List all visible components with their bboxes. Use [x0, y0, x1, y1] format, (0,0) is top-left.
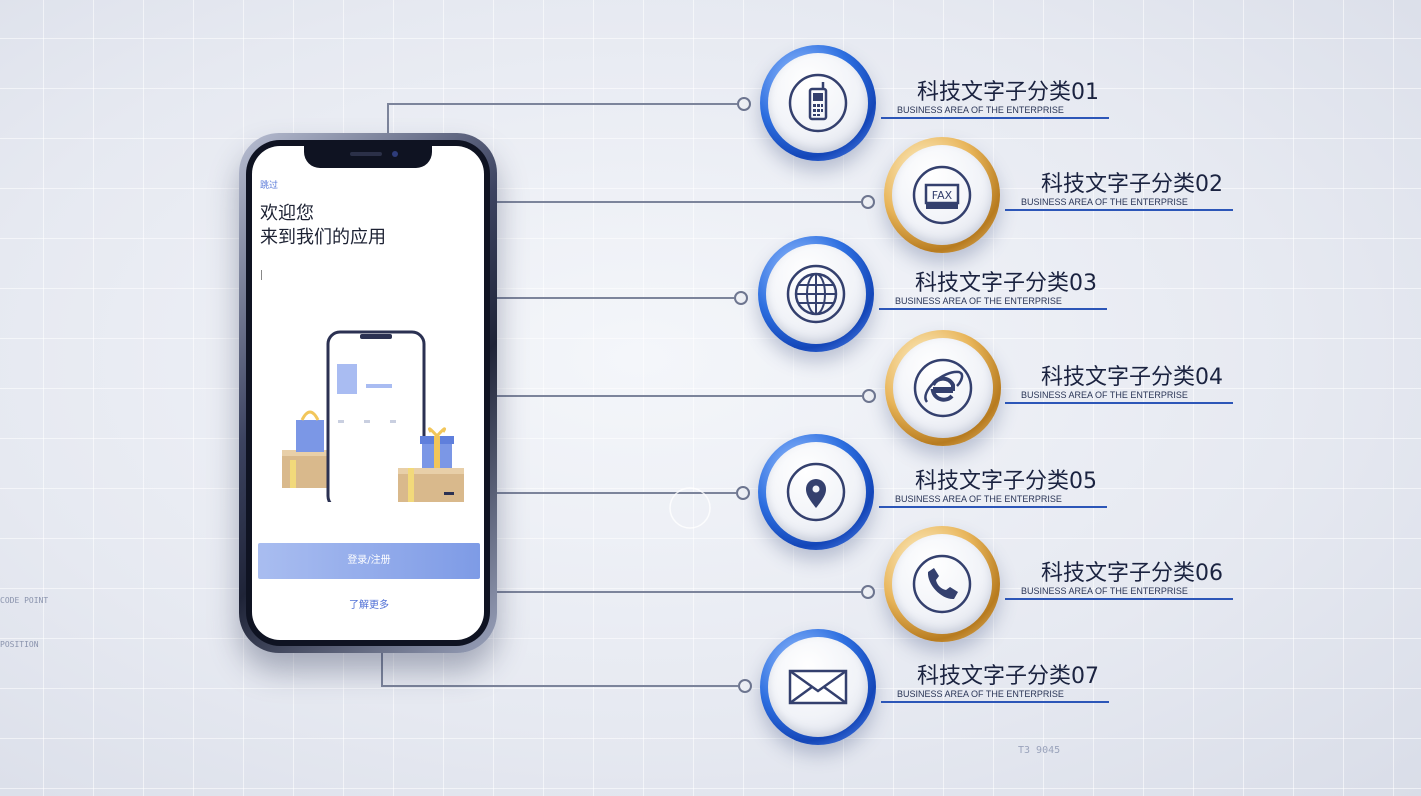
category-underline-04	[1005, 402, 1233, 404]
category-underline-05	[879, 506, 1107, 508]
welcome-line-2: 来到我们的应用	[260, 227, 386, 248]
envelope-icon	[788, 669, 848, 705]
speaker-grille	[350, 152, 382, 156]
skip-link[interactable]: 跳过	[260, 181, 279, 191]
smartphone-mockup: 跳过 欢迎您 来到我们的应用	[239, 133, 497, 653]
category-title-03: 科技文字子分类03	[915, 271, 1097, 296]
connector-01	[387, 103, 737, 133]
category-underline-07	[881, 701, 1109, 703]
text-caret	[261, 270, 262, 280]
phone-notch	[304, 146, 432, 168]
internet-explorer-icon	[913, 358, 973, 418]
category-node-04[interactable]	[885, 330, 1001, 446]
connector-dot-03	[734, 291, 748, 305]
connector-dot-02	[861, 195, 875, 209]
category-node-07[interactable]	[760, 629, 876, 745]
category-underline-02	[1005, 209, 1233, 211]
connector-dot-01	[737, 97, 751, 111]
node-inner-02: FAX	[892, 145, 992, 245]
node-inner-03	[766, 244, 866, 344]
category-underline-03	[879, 308, 1107, 310]
learn-more-link[interactable]: 了解更多	[349, 600, 389, 611]
connector-07	[381, 653, 738, 687]
category-title-02: 科技文字子分类02	[1041, 172, 1223, 197]
globe-icon	[786, 264, 846, 324]
category-subtitle-05: BUSINESS AREA OF THE ENTERPRISE	[895, 494, 1062, 504]
connector-dot-07	[738, 679, 752, 693]
category-subtitle-01: BUSINESS AREA OF THE ENTERPRISE	[897, 105, 1064, 115]
category-subtitle-03: BUSINESS AREA OF THE ENTERPRISE	[895, 296, 1062, 306]
category-title-05: 科技文字子分类05	[915, 469, 1097, 494]
node-inner-06	[892, 534, 992, 634]
fax-icon-label: FAX	[932, 189, 953, 202]
category-underline-06	[1005, 598, 1233, 600]
node-inner-01	[768, 53, 868, 153]
front-camera-icon	[392, 151, 398, 157]
decor-corner-code: T3 9045	[1018, 745, 1061, 756]
category-node-01[interactable]	[760, 45, 876, 161]
node-inner-05	[766, 442, 866, 542]
category-title-04: 科技文字子分类04	[1041, 365, 1223, 390]
connector-dot-06	[861, 585, 875, 599]
connector-dot-04	[862, 389, 876, 403]
decor-position: POSITION	[0, 640, 39, 649]
telephone-handset-icon	[912, 554, 972, 614]
location-pin-icon	[786, 462, 846, 522]
illus-shopping-bag	[296, 420, 324, 452]
category-subtitle-04: BUSINESS AREA OF THE ENTERPRISE	[1021, 390, 1188, 400]
category-title-07: 科技文字子分类07	[917, 664, 1099, 689]
welcome-line-1: 欢迎您	[260, 203, 314, 224]
phone-screen: 跳过 欢迎您 来到我们的应用	[252, 146, 484, 640]
login-register-button[interactable]: 登录/注册	[258, 543, 480, 579]
category-title-01: 科技文字子分类01	[917, 80, 1099, 105]
shopping-illustration	[282, 330, 464, 502]
welcome-heading: 欢迎您 来到我们的应用	[260, 202, 386, 250]
category-subtitle-07: BUSINESS AREA OF THE ENTERPRISE	[897, 689, 1064, 699]
category-node-03[interactable]	[758, 236, 874, 352]
connector-dot-05	[736, 486, 750, 500]
category-subtitle-06: BUSINESS AREA OF THE ENTERPRISE	[1021, 586, 1188, 596]
fax-icon: FAX	[912, 165, 972, 225]
phone-bezel: 跳过 欢迎您 来到我们的应用	[246, 140, 490, 646]
decor-ring	[669, 487, 711, 529]
mobile-phone-icon	[788, 73, 848, 133]
node-inner-04	[893, 338, 993, 438]
category-subtitle-02: BUSINESS AREA OF THE ENTERPRISE	[1021, 197, 1188, 207]
category-node-06[interactable]	[884, 526, 1000, 642]
category-underline-01	[881, 117, 1109, 119]
category-node-02[interactable]: FAX	[884, 137, 1000, 253]
decor-code-point: CODE POINT	[0, 596, 49, 605]
node-inner-07	[768, 637, 868, 737]
category-title-06: 科技文字子分类06	[1041, 561, 1223, 586]
category-node-05[interactable]	[758, 434, 874, 550]
